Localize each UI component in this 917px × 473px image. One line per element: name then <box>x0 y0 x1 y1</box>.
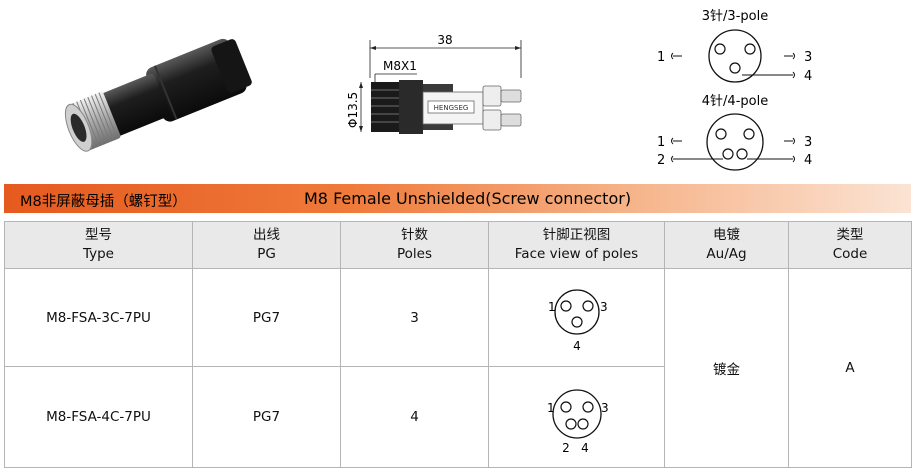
banner-title-cn: M8非屏蔽母插（螺钉型） <box>20 194 187 210</box>
thread-label: M8X1 <box>383 59 417 73</box>
face-pin-1: 1 <box>547 401 555 415</box>
cell-poles: 3 <box>340 268 489 367</box>
cell-face-view: 1 3 4 <box>488 268 665 367</box>
brand-label: HENGSEG <box>434 104 469 112</box>
table-row: M8-FSA-3C-7PU PG7 3 1 3 4 镀金 A <box>4 268 912 468</box>
cell-type: M8-FSA-3C-7PU <box>4 268 193 367</box>
dimension-drawing: 38 M8X1 Φ13.5 HENGSEG <box>346 33 522 134</box>
cell-face-view: 1 3 2 4 <box>488 366 665 468</box>
face-pin-2: 2 <box>562 441 570 455</box>
face-pin-1: 1 <box>548 300 556 314</box>
face-pin-4: 4 <box>573 339 581 353</box>
face-pin-3: 3 <box>600 300 608 314</box>
face-pin-4: 4 <box>581 441 589 455</box>
face-pin-3: 3 <box>601 401 609 415</box>
section-banner: M8非屏蔽母插（螺钉型） M8 Female Unshielded(Screw … <box>4 184 911 213</box>
pin-label-2: 2 <box>657 153 665 168</box>
length-dimension: 38 <box>437 33 452 47</box>
face-view-4pole: 1 3 2 4 <box>547 389 609 455</box>
pin-label-3: 3 <box>804 135 812 150</box>
pinout-4pole-diagram: 4针/4-pole 1 2 3 4 <box>657 94 812 171</box>
table-row: M8-FSA-4C-7PU PG7 4 1 3 2 4 <box>4 366 912 468</box>
pin-label-4: 4 <box>804 69 812 84</box>
cell-pg: PG7 <box>192 366 341 468</box>
cell-type: M8-FSA-4C-7PU <box>4 366 193 468</box>
cell-pg: PG7 <box>192 268 341 367</box>
diameter-label: Φ13.5 <box>346 92 360 128</box>
connector-photo <box>64 38 252 152</box>
pin-label-3: 3 <box>804 50 812 65</box>
pinout-4pole-title: 4针/4-pole <box>702 94 768 109</box>
cell-code: A <box>788 268 912 468</box>
pin-label-4: 4 <box>804 153 812 168</box>
cell-plating: 镀金 <box>664 268 789 468</box>
pinout-3pole-title: 3针/3-pole <box>702 9 768 24</box>
face-view-3pole: 1 3 4 <box>548 288 608 353</box>
pin-label-1: 1 <box>657 50 665 65</box>
pinout-3pole-diagram: 3针/3-pole 1 3 4 <box>657 9 812 84</box>
cell-poles: 4 <box>340 366 489 468</box>
pin-label-1: 1 <box>657 135 665 150</box>
banner-title-en: M8 Female Unshielded(Screw connector) <box>304 189 632 208</box>
